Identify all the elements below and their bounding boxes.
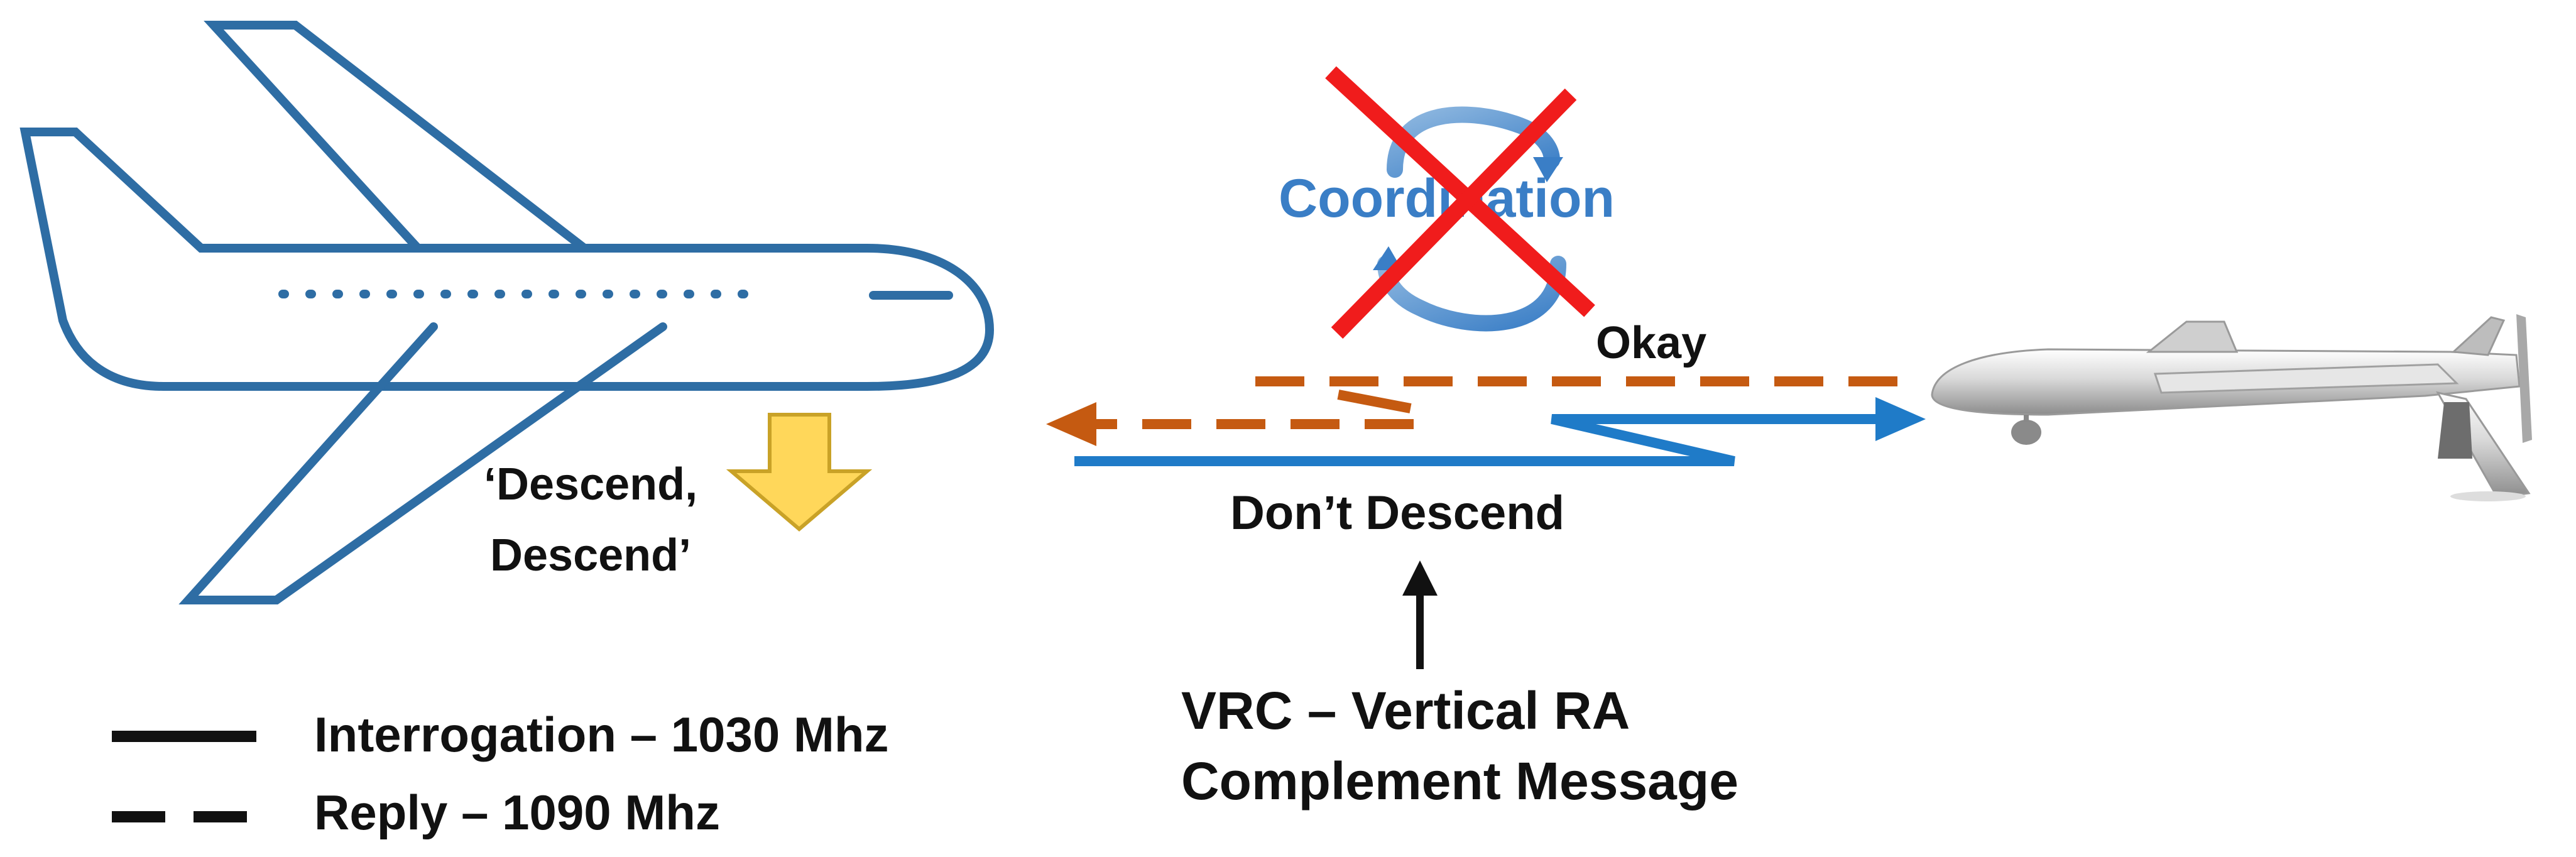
dont-descend-label: Don’t Descend (1230, 486, 1564, 540)
uav-drone-icon (1931, 314, 2532, 501)
descend-label-line1: ‘Descend, (484, 459, 697, 510)
descend-label-line2: Descend’ (490, 530, 691, 581)
airliner-outline-icon (19, 21, 995, 604)
legend: Interrogation – 1030 Mhz Reply – 1090 Mh… (112, 707, 889, 840)
interrogation-solid-line (1074, 414, 1885, 466)
interrogation-arrowhead (1875, 397, 1926, 441)
vrc-pointer-arrow (1402, 560, 1438, 669)
okay-label: Okay (1596, 318, 1706, 368)
vrc-label-line2: Complement Message (1181, 751, 1738, 811)
coordination-arrowhead-top (1533, 157, 1563, 182)
reply-arrowhead (1046, 402, 1096, 446)
legend-label-interrogation: Interrogation – 1030 Mhz (314, 707, 889, 762)
vrc-label-line1: VRC – Vertical RA (1181, 681, 1630, 740)
legend-label-reply: Reply – 1090 Mhz (314, 785, 720, 840)
descend-arrow-icon (726, 413, 873, 532)
reply-dashed-line (1093, 376, 1897, 429)
red-x-icon (1325, 66, 1595, 339)
